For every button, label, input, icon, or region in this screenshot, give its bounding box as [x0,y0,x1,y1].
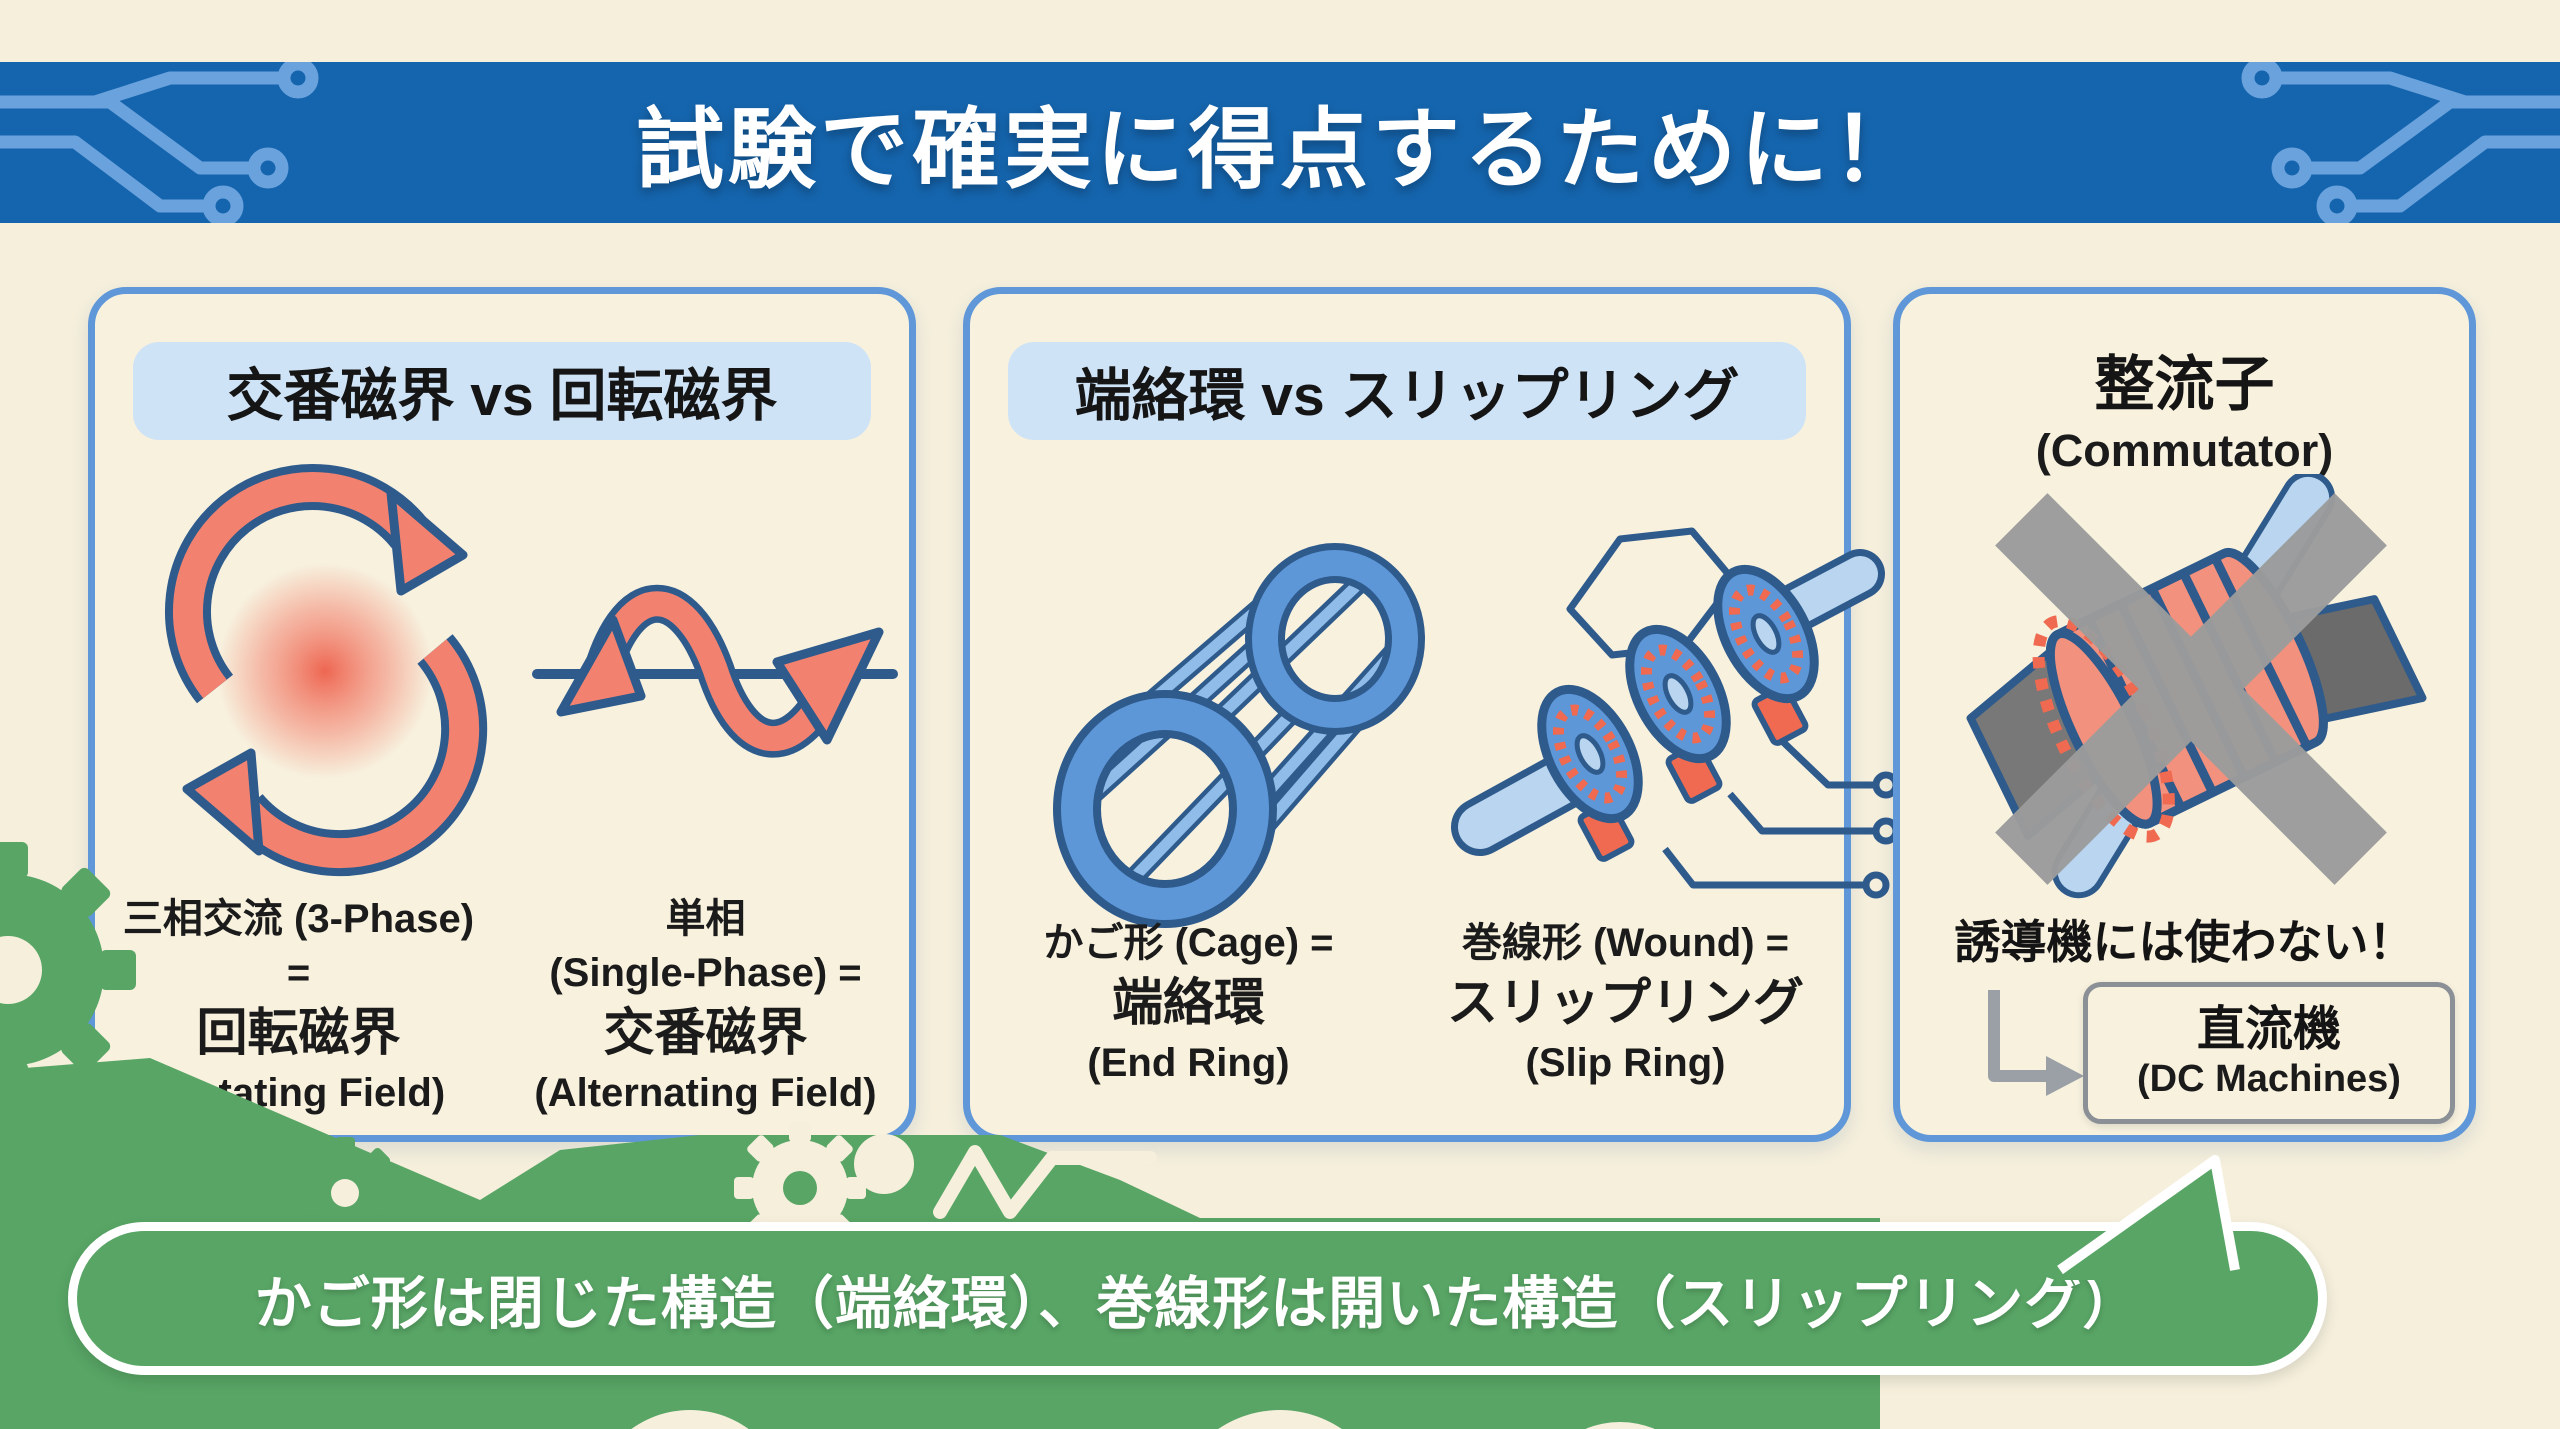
warning-text: 誘導機には使わない！ [1954,916,2415,968]
card-text-row: 三相交流 (3-Phase) = 回転磁界 (Rotating Field) 単… [95,892,909,1120]
wound-rotor-icon [1451,527,1900,899]
rotating-field-icon [164,463,488,877]
card-subtitle: (Commutator) [2035,425,2334,476]
card-commutator: 整流子 (Commutator) [1893,287,2476,1142]
speech-bubble-tail [2057,1155,2240,1280]
cage-column: かご形 (Cage) = 端絡環 (End Ring) [1043,921,1334,1085]
waveform-icon [933,1145,1157,1219]
cross-out-x-icon [1995,493,2387,885]
card-header: 端絡環 vs スリップリング [1008,342,1806,440]
summary-banner: かご形は閉じた構造（端絡環）、巻線形は開いた構造（スリップリング） [68,1222,2327,1375]
circuit-trace-icon [0,62,319,223]
decorative-circle [1585,1422,1655,1429]
decorative-circle [631,1410,749,1429]
alternating-wave-icon [532,584,898,758]
dc-machines-box: 直流機 (DC Machines) [2083,982,2455,1124]
circuit-trace-icon [2241,62,2560,223]
summary-text: かご形は閉じた構造（端絡環）、巻線形は開いた構造（スリップリング） [254,1271,2141,1336]
card-ring-comparison: 端絡環 vs スリップリング [963,287,1900,1142]
single-phase-column: 単相 (Single-Phase) = 交番磁界 (Alternating Fi… [534,897,877,1115]
title-banner: 試験で確実に得点するために！ [0,62,2560,223]
card-header: 交番磁界 vs 回転磁界 [133,342,871,440]
wound-column: 巻線形 (Wound) = スリップリング (Slip Ring) [1446,921,1804,1085]
card-field-comparison: 交番磁界 vs 回転磁界 [88,287,916,1142]
decorative-circle [1218,1410,1342,1429]
three-phase-column: 三相交流 (3-Phase) = 回転磁界 (Rotating Field) [122,897,475,1115]
decorative-circle [854,1134,914,1194]
commutator-crossed-icon [1966,474,2427,899]
card-title: 整流子 [2094,351,2275,418]
page-title: 試験で確実に得点するために！ [635,100,1924,199]
gear-icon [0,842,136,1098]
l-arrow-icon [1988,990,2084,1096]
card-text-row: かご形 (Cage) = 端絡環 (End Ring) 巻線形 (Wound) … [970,916,1844,1090]
cage-rotor-icon [1053,543,1425,928]
